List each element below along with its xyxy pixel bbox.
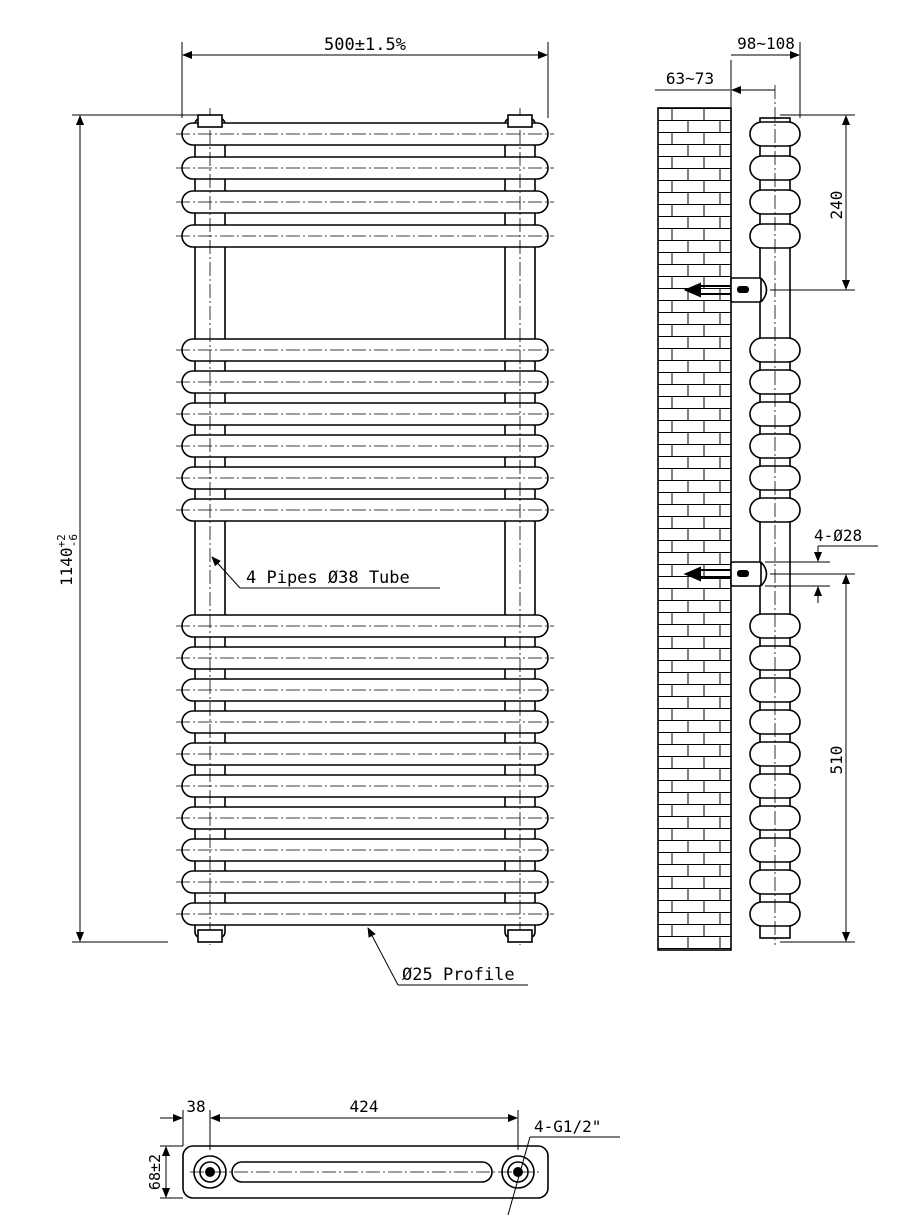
centres-dimension: 38 424 — [160, 1097, 519, 1150]
bottom-view: 38 424 4-G1/2" 68±2 — [146, 1097, 620, 1216]
projection-dimension: 98~108 — [731, 34, 801, 118]
height-tolerance-lower: -6 — [67, 534, 80, 547]
width-label: 500±1.5% — [324, 35, 406, 55]
centre-lines — [209, 108, 521, 945]
bracket-holes-dimension: 4-Ø28 — [765, 526, 878, 603]
top-to-bracket-label: 240 — [827, 191, 846, 220]
svg-text:1140+2-6: 1140+2-6 — [55, 534, 80, 586]
edge-label: 38 — [186, 1097, 205, 1116]
pipes-label: 4 Pipes Ø38 Tube — [246, 568, 410, 588]
front-view: 500±1.5% 1140+2-6 4 Pipes Ø38 Tube Ø25 P… — [55, 35, 554, 986]
pipe-caps — [197, 114, 533, 943]
connections-callout: 4-G1/2" — [507, 1117, 620, 1216]
brick-wall — [657, 107, 732, 951]
side-view: 63~73 98~108 240 510 — [655, 34, 878, 951]
profile-label: Ø25 Profile — [402, 965, 515, 985]
depth-label: 68±2 — [146, 1154, 164, 1190]
connections-label: 4-G1/2" — [534, 1117, 601, 1136]
height-dimension: 1140+2-6 — [55, 114, 198, 943]
bracket-to-bottom-label: 510 — [827, 746, 846, 775]
centres-label: 424 — [350, 1097, 379, 1116]
horizontal-bars — [176, 122, 554, 926]
depth-dimension: 68±2 — [146, 1145, 183, 1199]
width-dimension: 500±1.5% — [181, 35, 549, 118]
wall-gap-dimension: 63~73 — [655, 60, 775, 108]
projection-label: 98~108 — [737, 34, 795, 53]
bracket-holes-label: 4-Ø28 — [814, 526, 862, 545]
top-to-bracket-dimension: 240 — [770, 114, 855, 291]
wall-brackets — [683, 277, 768, 587]
pipes-callout: 4 Pipes Ø38 Tube — [211, 556, 440, 589]
wall-gap-label: 63~73 — [666, 69, 714, 88]
profile-callout: Ø25 Profile — [367, 927, 528, 986]
height-tolerance-upper: +2 — [55, 534, 68, 547]
height-label: 1140 — [57, 547, 76, 586]
bracket-to-bottom-dimension: 510 — [770, 573, 855, 943]
